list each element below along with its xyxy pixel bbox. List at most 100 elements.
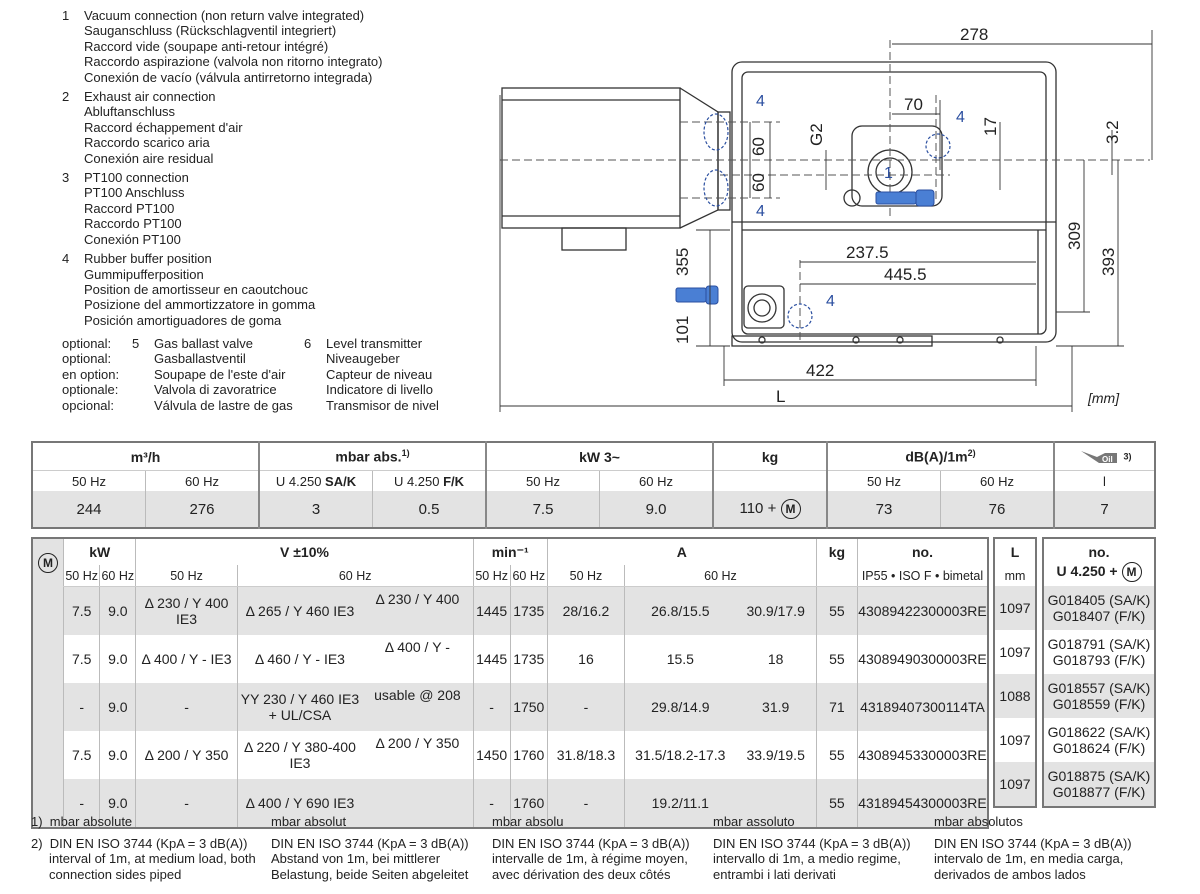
cell-a-60a: 15.5 (624, 635, 736, 683)
legend-num: 1 (62, 8, 70, 23)
dim-445-5: 445.5 (884, 265, 927, 284)
motor-gap (32, 683, 64, 731)
cell-v-60a: YY 230 / Y 460 IE3 + UL/CSA (236, 683, 363, 731)
order-number: G018407 (F/K) (1052, 608, 1146, 624)
sub-flow-60: 60 Hz (145, 470, 259, 491)
header-flow: m³/h (32, 442, 259, 471)
table-row: G018622 (SA/K)G018624 (F/K) (1043, 718, 1155, 762)
cell-v-60b (362, 779, 474, 828)
val-kw-50: 7.5 (485, 491, 600, 528)
sub-a-60: 60 Hz (624, 565, 817, 587)
cell-length: 1097 (999, 732, 1031, 748)
footnote-line: intervalle de 1m, à régime moyen, (492, 851, 688, 866)
head-kg: kg (815, 538, 858, 565)
sub-db-50: 50 Hz (826, 470, 941, 491)
sub-rpm-60: 60 Hz (509, 565, 548, 587)
footnote-line: mbar assoluto (713, 814, 795, 829)
sub-oil-unit: l (1053, 470, 1155, 491)
cell-kw-50: 7.5 (63, 635, 100, 683)
cell-v-60b: Δ 230 / Y 400 (362, 586, 474, 635)
footnote-line: entrambi i lati derivati (713, 866, 836, 882)
sub-mm: mm (1004, 568, 1026, 583)
legend-line: Raccordo scarico aria (84, 135, 210, 151)
order-number: G018793 (F/K) (1052, 652, 1146, 668)
cell-kg: 55 (815, 586, 858, 635)
sub-kg (712, 470, 827, 491)
cell-a-50: - (546, 779, 625, 828)
callout-1: 1 (884, 165, 893, 182)
optional-label: en option: (62, 366, 120, 382)
footnote-line: DIN EN ISO 3744 (KpA = 3 dB(A)) (934, 835, 1132, 851)
cell-order-no: G018405 (SA/K)G018407 (F/K) (1043, 586, 1155, 630)
header-weight: kg (712, 442, 827, 471)
order-number: G018559 (F/K) (1052, 696, 1146, 712)
sub-kw-60: 60 Hz (599, 470, 713, 491)
footnote-line: DIN EN ISO 3744 (KpA = 3 dB(A)) (271, 835, 469, 851)
optional-label: opcional: (62, 397, 115, 413)
cell-v-60a: Δ 265 / Y 460 IE3 (236, 586, 363, 635)
optional-line: Valvola di zavoratrice (154, 382, 277, 398)
table-row: G018557 (SA/K)G018559 (F/K) (1043, 674, 1155, 718)
dim-237-5: 237.5 (846, 243, 889, 262)
val-db-50: 73 (826, 491, 941, 528)
motor-symbol-icon: M (780, 499, 801, 519)
cell-kg: 55 (815, 779, 858, 828)
cell-v-50: - (135, 683, 238, 731)
cell-rpm-60: 1735 (509, 635, 548, 683)
callout-4-bottom: 4 (756, 203, 765, 220)
legend-num: 4 (62, 251, 70, 267)
motor-gap (32, 731, 64, 779)
sub-rpm-50: 50 Hz (472, 565, 511, 587)
cell-a-60a: 26.8/15.5 (624, 586, 736, 635)
order-number-table: no.U 4.250 + M G018405 (SA/K)G018407 (F/… (1042, 537, 1156, 808)
val-flow-60: 276 (145, 491, 259, 528)
cell-kw-50: 7.5 (63, 586, 100, 635)
cell-a-60a: 29.8/14.9 (624, 683, 736, 731)
cell-length: 1097 (999, 644, 1031, 660)
legend-line: Vacuum connection (non return valve inte… (84, 8, 365, 23)
cell-a-50: 16 (546, 635, 625, 683)
cell-a-60a: 19.2/11.1 (624, 779, 736, 828)
sub-v-60: 60 Hz (236, 565, 474, 587)
val-flow-50: 244 (32, 491, 146, 528)
cell-v-60b: usable @ 208 (362, 683, 474, 731)
optional-line: Indicatore di livello (326, 382, 433, 398)
legend-line: PT100 connection (84, 170, 189, 186)
dim-17: 17 (981, 117, 1000, 136)
dimension-drawing: 278 70 17 3.2 G2 60 60 309 393 237.5 445… (499, 25, 1153, 412)
cell-v-50: Δ 230 / Y 400 IE3 (135, 586, 238, 635)
legend-item: 1 Vacuum connection (non return valve int… (62, 8, 502, 85)
cell-a-60b: 30.9/17.9 (735, 586, 817, 635)
footnote-line: Belastung, beide Seiten abgeleitet (271, 866, 469, 882)
sub-kw-50: 50 Hz (63, 565, 100, 587)
dim-101: 101 (673, 316, 692, 344)
head-rpm: min⁻¹ (472, 538, 548, 565)
order-number: G018791 (SA/K) (1047, 636, 1151, 652)
legend-line: Abluftanschluss (84, 104, 176, 120)
cell-no: 43089422300003RE (856, 586, 988, 635)
optional-labels: optional:optional:en option:optionale:op… (62, 336, 132, 413)
legend-line: Raccord PT100 (84, 200, 175, 216)
dim-278: 278 (960, 25, 988, 44)
cell-v-50: Δ 400 / Y - IE3 (135, 635, 238, 683)
optional-line: Transmisor de nivel (326, 397, 439, 413)
cell-v-60a: Δ 460 / Y - IE3 (236, 635, 363, 683)
cell-order-no: G018791 (SA/K)G018793 (F/K) (1043, 630, 1155, 674)
footnote-line: mbar absolut (271, 814, 347, 829)
motor-gap (32, 586, 64, 635)
head-order-no: no.U 4.250 + M (1043, 538, 1155, 586)
optional-label: optional: (62, 336, 112, 351)
optional-line: Niveaugeber (326, 351, 400, 367)
legend-line: Raccord vide (soupape anti-retour intégr… (84, 38, 329, 54)
motor-gap (32, 779, 64, 828)
dim-60-upper: 60 (749, 137, 768, 156)
footnote-line: 2) DIN EN ISO 3744 (KpA = 3 dB(A)) (31, 835, 248, 851)
cell-a-50: 28/16.2 (546, 586, 625, 635)
val-db-60: 76 (940, 491, 1054, 528)
